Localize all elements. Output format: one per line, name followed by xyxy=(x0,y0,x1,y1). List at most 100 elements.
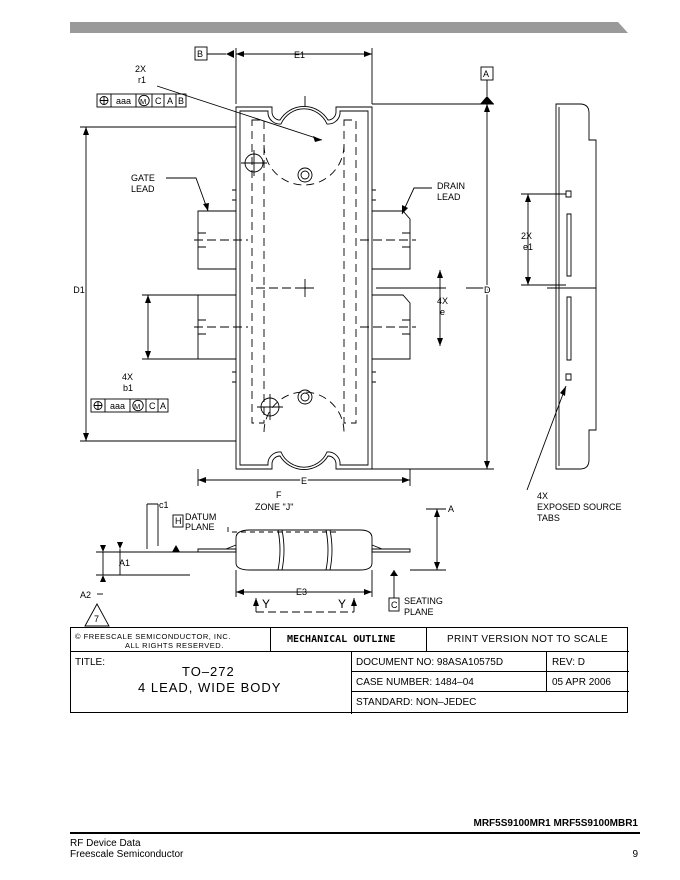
label-seating-1: SEATING xyxy=(404,596,443,606)
label-c1: c1 xyxy=(159,500,169,510)
label-y-left: Y xyxy=(262,597,270,611)
fcf-bottom-c: C xyxy=(149,401,156,411)
label-e-count: 4X xyxy=(437,296,448,306)
label-datum-c: C xyxy=(391,600,398,610)
leader-drain xyxy=(401,187,432,215)
elevation-lead xyxy=(197,548,411,553)
dim-e-pitch xyxy=(376,270,446,346)
side-view-outline xyxy=(555,103,597,470)
dim-d xyxy=(372,103,494,470)
label-a1: A1 xyxy=(119,558,130,568)
fcf-bottom-aaa: aaa xyxy=(110,401,125,411)
datum-b-frame xyxy=(194,46,208,61)
fcf-top-a: A xyxy=(167,96,173,106)
label-e: E xyxy=(301,476,307,486)
mechanical-outline-label: MECHANICAL OUTLINE xyxy=(287,634,396,645)
lead-slot xyxy=(402,232,410,335)
fcf-bottom xyxy=(90,398,169,413)
revision: REV: D xyxy=(552,657,585,668)
label-e1: E1 xyxy=(294,50,305,60)
label-zone: ZONE "J" xyxy=(255,502,293,512)
label-tabs-1: 4X xyxy=(537,491,548,501)
drain-lead xyxy=(372,210,411,270)
package-body-inner xyxy=(239,108,369,468)
label-e-small: e xyxy=(440,307,445,317)
elevation-body xyxy=(235,529,373,571)
dim-d1 xyxy=(80,126,236,442)
print-version-label: PRINT VERSION NOT TO SCALE xyxy=(447,634,608,645)
label-f: F xyxy=(276,490,282,500)
label-note-7: 7 xyxy=(94,614,99,624)
document-number: DOCUMENT NO: 98ASA10575D xyxy=(356,657,504,668)
page-number: 9 xyxy=(632,849,638,860)
label-drain-2: LEAD xyxy=(437,192,461,202)
fcf-top-m: M xyxy=(140,97,146,106)
package-title-line2: 4 LEAD, WIDE BODY xyxy=(138,680,282,695)
label-datum-h: H xyxy=(175,516,182,526)
label-seating-2: PLANE xyxy=(404,607,434,617)
leader-r1 xyxy=(156,85,323,141)
title-label: TITLE: xyxy=(75,657,106,668)
dim-e1 xyxy=(235,48,373,104)
fcf-bottom-m: M xyxy=(134,402,140,411)
gate-lead xyxy=(197,210,236,270)
mounting-hole xyxy=(297,167,313,183)
lid-boundary xyxy=(251,119,357,433)
package-title-line1: TO–272 xyxy=(182,664,235,679)
footer-left-line1: RF Device Data xyxy=(70,838,141,849)
label-a2: A2 xyxy=(80,590,91,600)
label-e1-count: 2X xyxy=(521,231,532,241)
fcf-top xyxy=(96,93,187,108)
standard: STANDARD: NON–JEDEC xyxy=(356,697,477,708)
label-b1-count: 4X xyxy=(122,372,133,382)
exposed-tab xyxy=(566,213,572,361)
label-gate-1: GATE xyxy=(131,173,155,183)
lead-slot xyxy=(198,232,206,335)
dim-e3 xyxy=(235,570,373,597)
label-r1: r1 xyxy=(138,75,146,85)
revision-date: 05 APR 2006 xyxy=(552,677,611,688)
label-drain-1: DRAIN xyxy=(437,181,465,191)
mounting-hole xyxy=(300,170,310,180)
lead-center-line xyxy=(194,239,416,328)
label-y-right: Y xyxy=(338,597,346,611)
drain-lead xyxy=(372,294,411,360)
footer-rule xyxy=(70,832,640,834)
fcf-top-aaa: aaa xyxy=(116,96,131,106)
label-d: D xyxy=(484,285,491,295)
label-tabs-2: EXPOSED SOURCE xyxy=(537,502,622,512)
label-e3: E3 xyxy=(296,587,307,597)
gate-lead xyxy=(197,294,236,360)
mounting-hole xyxy=(300,392,310,402)
header-bar xyxy=(70,22,628,33)
center-mark xyxy=(241,96,314,420)
dim-b1 xyxy=(142,294,198,360)
part-numbers: MRF5S9100MR1 MRF5S9100MBR1 xyxy=(473,818,638,829)
label-datum-b: B xyxy=(197,49,203,59)
dim-e xyxy=(197,469,411,486)
datum-h-frame xyxy=(172,514,184,528)
rights-text: ALL RIGHTS RESERVED. xyxy=(125,641,224,650)
case-number: CASE NUMBER: 1484–04 xyxy=(356,677,474,688)
fcf-top-b: B xyxy=(178,96,184,106)
label-datum-plane-1: DATUM xyxy=(185,512,216,522)
fcf-top-c: C xyxy=(155,96,162,106)
leader-tabs xyxy=(526,385,567,491)
body-tab-mark xyxy=(232,189,376,383)
note-7-flag xyxy=(84,603,110,627)
label-d1: D1 xyxy=(73,285,85,295)
label-datum-plane-2: PLANE xyxy=(185,522,215,532)
label-e1-small: e1 xyxy=(523,242,533,252)
exposed-tab xyxy=(565,190,572,381)
footer-left-line2: Freescale Semiconductor xyxy=(70,849,184,860)
leader-gate xyxy=(166,177,209,212)
label-r1-count: 2X xyxy=(135,64,146,74)
dim-c1 xyxy=(146,503,159,549)
label-gate-2: LEAD xyxy=(131,184,155,194)
label-b1: b1 xyxy=(123,383,133,393)
title-block: © FREESCALE SEMICONDUCTOR, INC. ALL RIGH… xyxy=(70,627,629,714)
label-datum-a: A xyxy=(483,69,489,79)
label-a-side: A xyxy=(448,504,454,514)
dim-e1-side xyxy=(521,193,596,289)
